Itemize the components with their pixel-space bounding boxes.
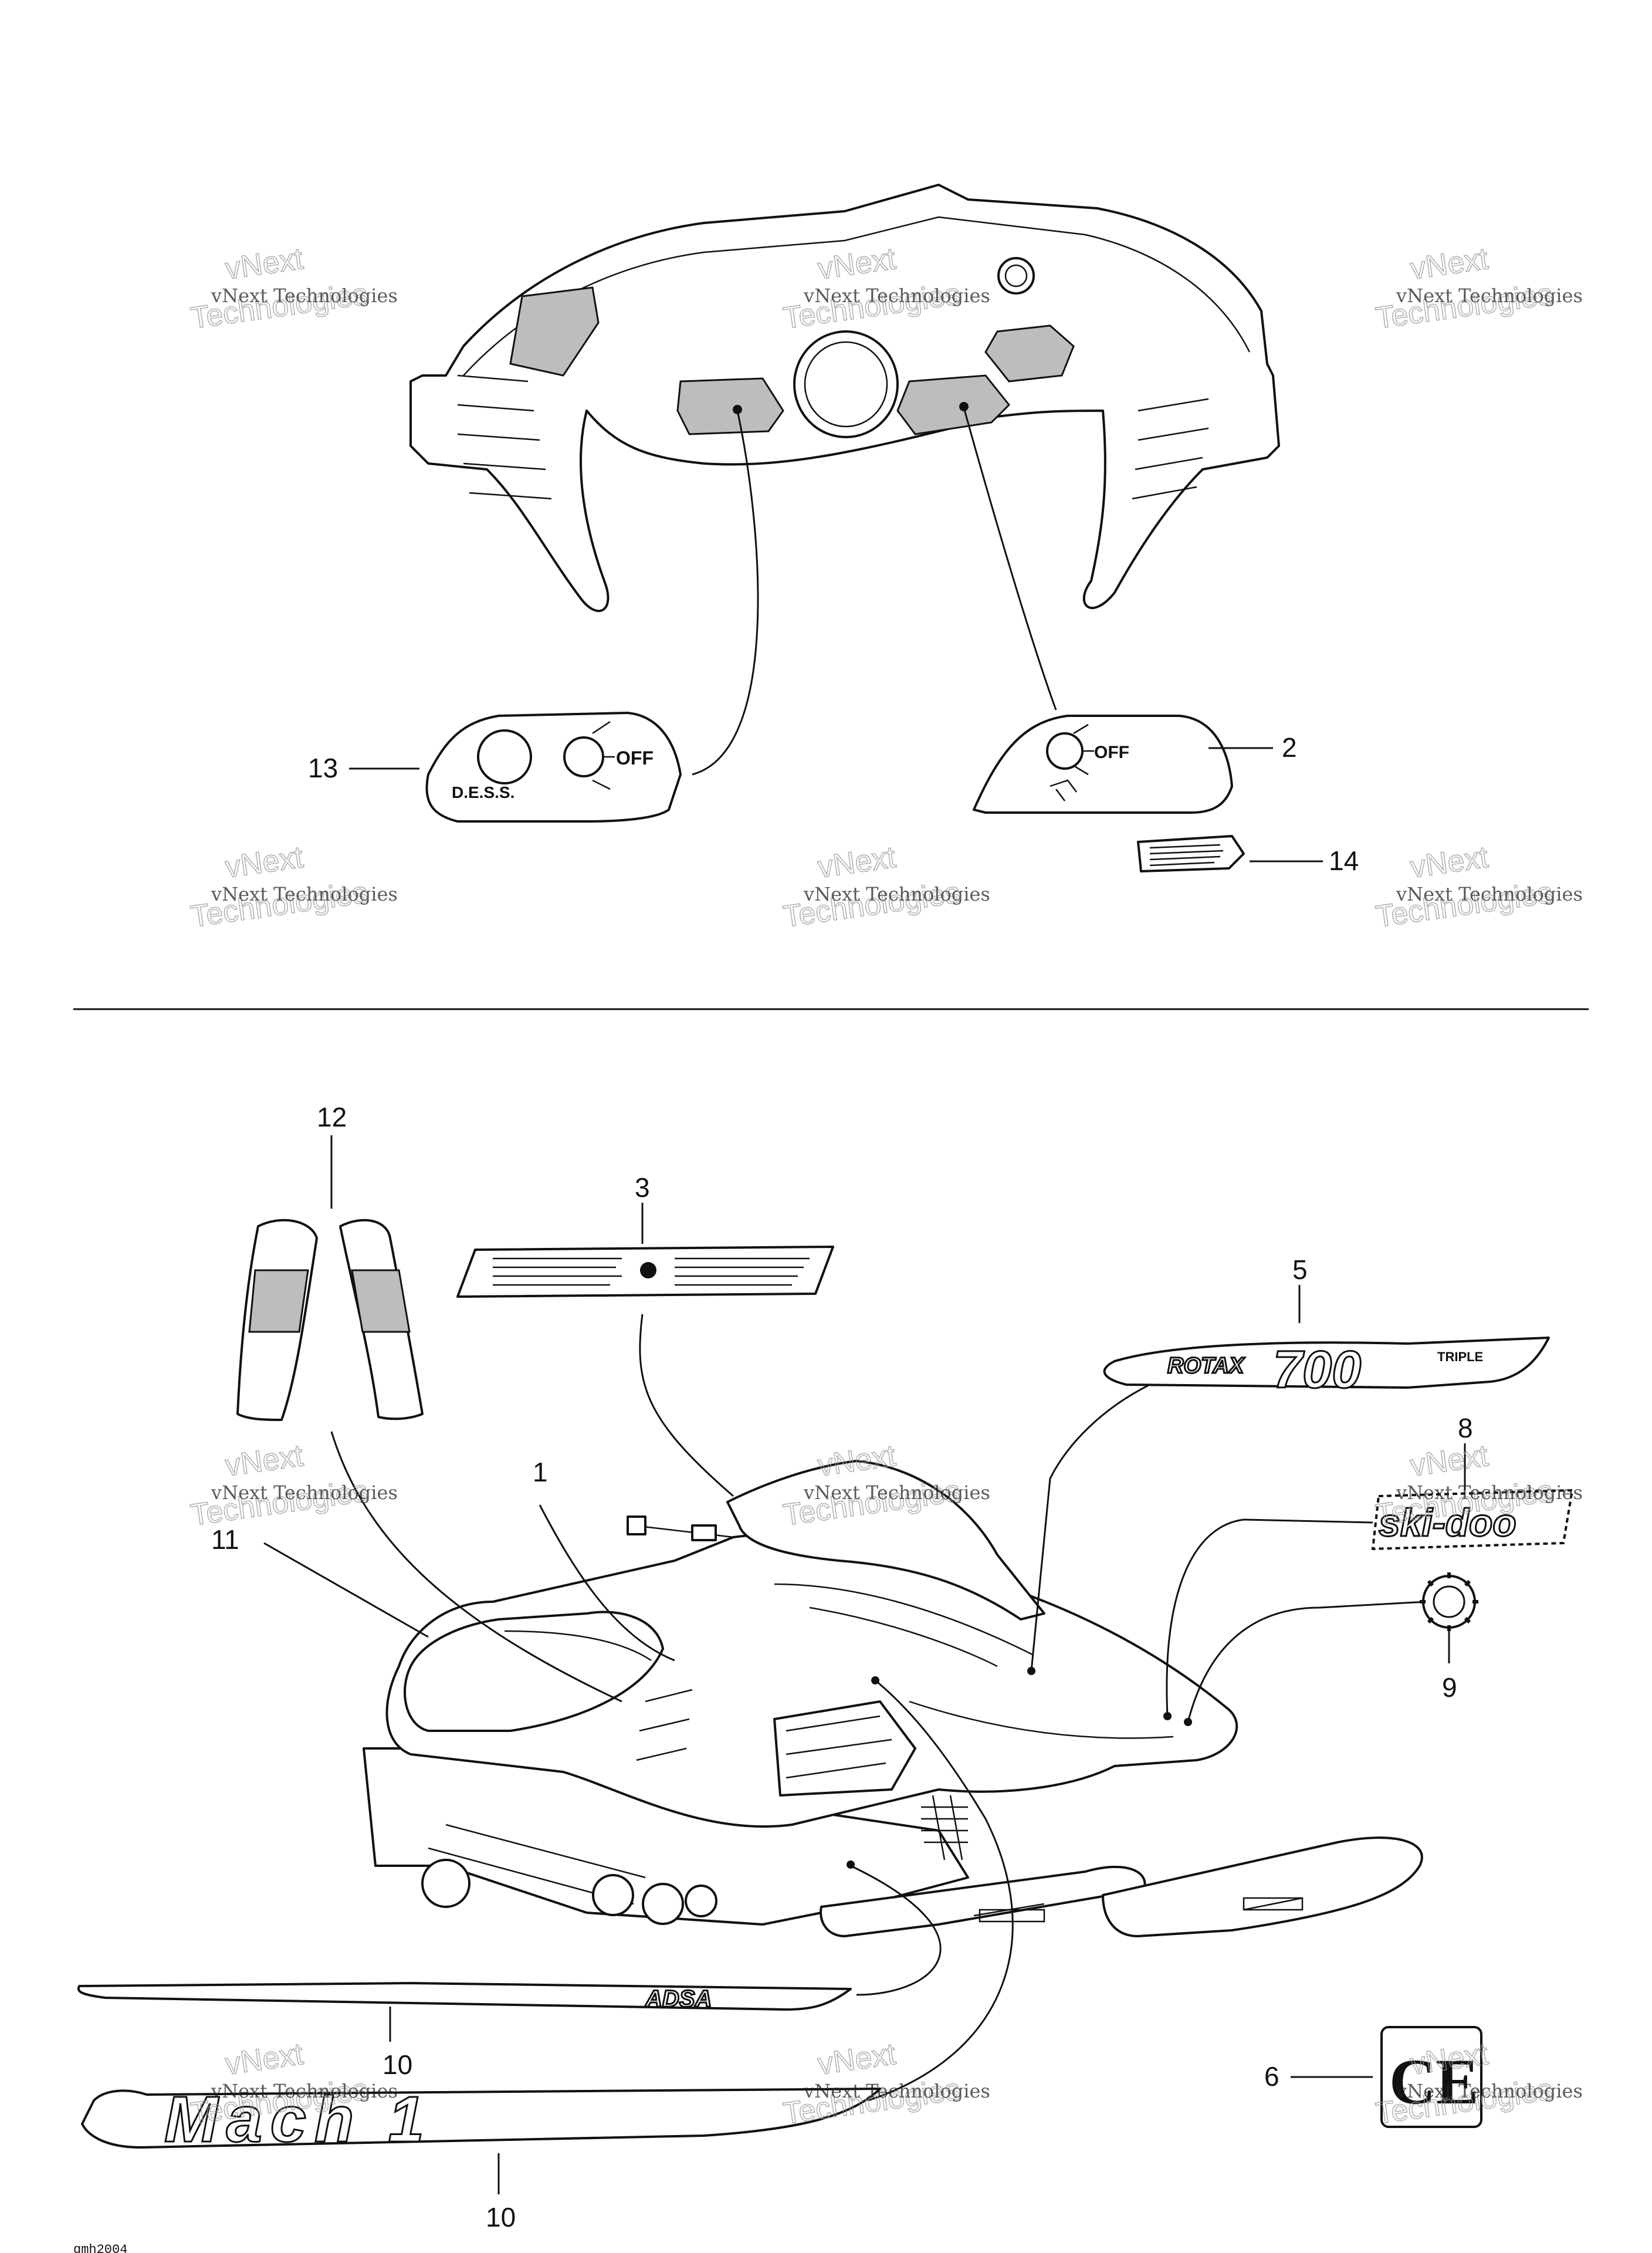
watermark-text: vNext Technologies	[211, 1481, 398, 1504]
snowmobile-body	[363, 1460, 1423, 1937]
decal-rotax-700-5: ROTAX 700 TRIPLE	[1103, 1337, 1550, 1400]
leader-2	[963, 407, 1057, 711]
rotax-text: ROTAX	[1167, 1354, 1245, 1378]
decal-skidoo-7: ski-doo	[1372, 1489, 1573, 1550]
callout-label-1: 1	[533, 1457, 548, 1487]
watermark: Technologies vNext vNext Technologies	[1373, 840, 1583, 935]
watermark: Technologies vNext vNext Technologies	[188, 840, 398, 935]
callout-label-6: 6	[1264, 2061, 1279, 2092]
watermark-bg-text: vNext	[1409, 242, 1491, 286]
callout-label-10: 10	[486, 2202, 516, 2232]
watermark: Technologies vNext vNext Technologies	[188, 2037, 398, 2132]
off-label: OFF	[616, 747, 654, 769]
callout-1: 1	[533, 1457, 548, 1487]
callout-12: 12	[317, 1102, 347, 1209]
mach1-text: Mach 1	[164, 2083, 432, 2156]
leader-5	[1030, 1383, 1150, 1672]
watermark: Technologies vNext vNext Technologies	[1373, 241, 1583, 336]
callout-3: 3	[635, 1172, 650, 1244]
callout-5: 5	[1292, 1254, 1308, 1323]
decal-mach1-10: Mach 1	[81, 2083, 881, 2157]
callout-11: 11	[211, 1524, 239, 1555]
watermark-text: vNext Technologies	[211, 285, 398, 307]
callout-label-2: 2	[1282, 732, 1297, 763]
callout-label-3: 3	[635, 1172, 650, 1203]
leader-11	[263, 1542, 429, 1638]
leader-3	[639, 1314, 734, 1497]
callout-6: 6	[1264, 2061, 1373, 2092]
decal-knee-pads-12	[236, 1219, 424, 1421]
callout-14: 14	[1250, 845, 1359, 876]
displacement-text: 700	[1273, 1341, 1361, 1399]
watermark: Technologies vNext vNext Technologies	[188, 241, 398, 336]
watermark-text: vNext Technologies	[803, 883, 990, 905]
off-label-2: OFF	[1094, 743, 1129, 762]
callout-2: 2	[1208, 732, 1297, 763]
callout-label-12: 12	[317, 1102, 347, 1132]
leader-10	[868, 1679, 1014, 2102]
callout-label-5: 5	[1292, 1254, 1308, 1285]
decal-dess-switch-13: OFF D.E.S.S.	[425, 712, 682, 823]
leader-12	[330, 1431, 622, 1703]
callout-9: 10	[382, 2007, 412, 2080]
watermark-text: vNext Technologies	[1396, 285, 1583, 307]
watermark-bg-text: vNext	[224, 1439, 306, 1483]
callout-label-11: 11	[211, 1524, 239, 1555]
leader-1	[539, 1504, 675, 1662]
ce-text: CE	[1389, 2046, 1479, 2117]
leader-13	[692, 410, 759, 776]
leader-7	[1166, 1518, 1373, 1717]
decal-ce-mark-6: CE	[1380, 2026, 1482, 2128]
watermark: Technologies vNext vNext Technologies	[188, 1438, 398, 1533]
decal-warning-3	[456, 1246, 834, 1298]
decal-adsa-9: ADSA	[77, 1982, 852, 2013]
callout-label-9: 10	[382, 2049, 412, 2080]
skidoo-text: ski-doo	[1379, 1501, 1516, 1544]
leader-8	[1187, 1601, 1426, 1723]
watermark-text: vNext Technologies	[1396, 2080, 1583, 2102]
adsa-text: ADSA	[645, 1986, 712, 2012]
watermark-bg-text: vNext	[816, 2037, 898, 2082]
callout-label-7: 8	[1458, 1413, 1473, 1443]
watermark-bg-text: vNext	[224, 840, 306, 885]
watermark-bg-text: vNext	[1409, 1439, 1491, 1483]
triple-text: TRIPLE	[1437, 1349, 1483, 1364]
dess-label: D.E.S.S.	[452, 783, 514, 801]
watermark-text: vNext Technologies	[803, 2080, 990, 2102]
callout-label-8: 9	[1442, 1672, 1457, 1703]
callout-label-14: 14	[1329, 845, 1359, 876]
watermark-text: vNext Technologies	[1396, 883, 1583, 905]
callout-label-13: 13	[308, 753, 338, 783]
callout-7: 8	[1458, 1413, 1473, 1490]
watermark: Technologies vNext vNext Technologies	[781, 2037, 990, 2132]
leader-9	[850, 1865, 942, 1996]
watermark-text: vNext Technologies	[1396, 1481, 1583, 1504]
watermark-bg-text: vNext	[224, 242, 306, 286]
watermark: Technologies vNext vNext Technologies	[781, 840, 990, 935]
callout-13: 13	[308, 753, 419, 783]
decal-instruction-14	[1137, 835, 1245, 872]
watermark-bg-text: vNext	[1409, 840, 1491, 885]
watermark-bg-text: vNext	[816, 840, 898, 885]
callout-10: 11 10	[486, 2153, 516, 2232]
watermark-text: vNext Technologies	[803, 1481, 990, 1504]
watermark-text: vNext Technologies	[803, 285, 990, 307]
figure-code: gmh2004	[73, 2242, 127, 2253]
callout-8: 9	[1442, 1628, 1457, 1703]
watermark-text: vNext Technologies	[211, 883, 398, 905]
watermark-bg-text: vNext	[224, 2037, 306, 2082]
decal-switch-2: OFF	[973, 715, 1233, 814]
console-assembly	[409, 184, 1280, 613]
decal-emblem-8	[1420, 1572, 1478, 1631]
watermark-text: vNext Technologies	[211, 2080, 398, 2102]
